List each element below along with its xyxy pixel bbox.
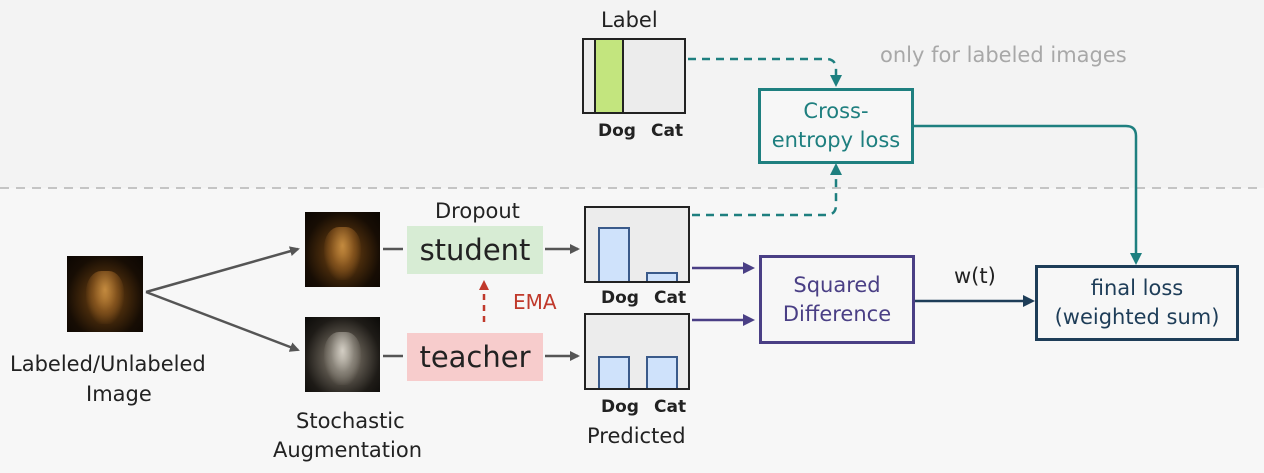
student-pred-class-dog: Dog — [601, 288, 639, 308]
label-one-hot-box — [582, 38, 686, 114]
crossentropy-to-final-arrow — [914, 124, 1142, 265]
ema-label: EMA — [513, 290, 557, 314]
teacher-label: teacher — [419, 340, 531, 374]
final-loss-line1: final loss — [1090, 276, 1184, 300]
student-model: student — [407, 226, 543, 274]
cross-entropy-line1: Cross- — [803, 99, 869, 123]
teacher-model: teacher — [407, 333, 543, 381]
input-dog-image — [67, 256, 143, 332]
input-caption-line2: Image — [86, 382, 152, 406]
augmentation-caption-line2: Augmentation — [273, 438, 423, 462]
squared-diff-line1: Squared — [793, 272, 881, 297]
augmentation-caption-line1: Stochastic — [296, 409, 405, 433]
teacher-prediction-chart — [584, 313, 690, 390]
predicted-caption: Predicted — [587, 424, 686, 448]
student-pred-class-cat: Cat — [654, 288, 687, 308]
augmented-image-teacher — [305, 317, 380, 392]
weight-label: w(t) — [954, 264, 996, 288]
student-pred-to-crossentropy-arrow — [692, 163, 842, 217]
augmented-image-student — [305, 212, 380, 287]
cross-entropy-loss-box: Cross- entropy loss — [758, 88, 914, 164]
teacher-prediction-dog-bar — [598, 356, 630, 388]
arrow-input-to-aug-bottom — [145, 290, 300, 352]
arrow-input-to-aug-top — [145, 246, 300, 294]
label-class-dog: Dog — [598, 121, 636, 141]
label-to-crossentropy-arrow — [688, 57, 842, 87]
final-loss-line2: (weighted sum) — [1054, 305, 1220, 329]
student-prediction-cat-bar — [646, 272, 678, 281]
final-loss-box: final loss (weighted sum) — [1035, 265, 1239, 341]
student-prediction-dog-bar — [598, 227, 630, 281]
cross-entropy-line2: entropy loss — [771, 128, 901, 152]
labeled-only-note: only for labeled images — [880, 43, 1127, 67]
label-title: Label — [601, 8, 658, 32]
dropout-label: Dropout — [435, 199, 520, 223]
squared-diff-line2: Difference — [782, 301, 892, 326]
student-label: student — [419, 233, 531, 267]
teacher-pred-class-cat: Cat — [654, 397, 687, 417]
label-dog-cell — [594, 40, 624, 112]
label-class-cat: Cat — [651, 121, 684, 141]
input-caption-line1: Labeled/Unlabeled — [10, 352, 206, 376]
student-prediction-chart — [584, 206, 690, 283]
teacher-pred-class-dog: Dog — [601, 397, 639, 417]
teacher-prediction-cat-bar — [646, 356, 678, 388]
squared-difference-box: Squared Difference — [759, 255, 915, 344]
